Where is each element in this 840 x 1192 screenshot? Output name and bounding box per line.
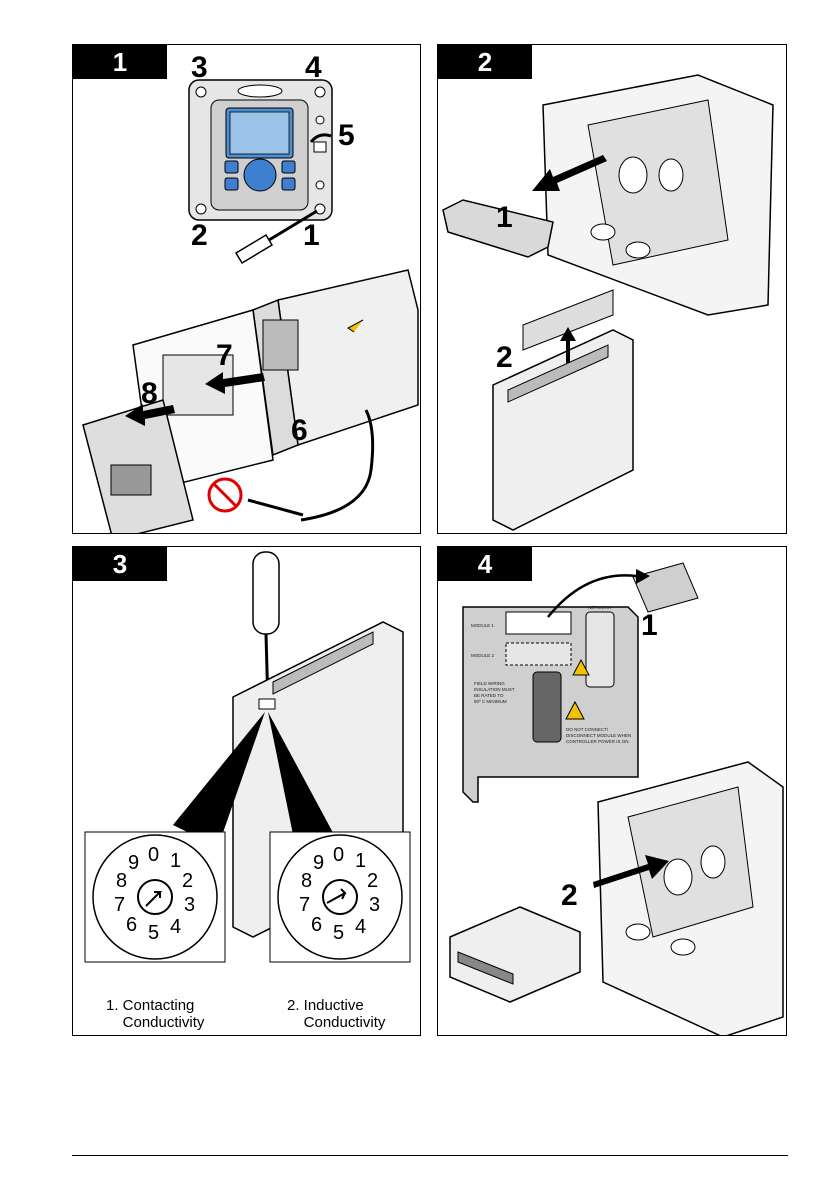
step-1-panel: 1 bbox=[72, 44, 421, 534]
callout-1: 1 bbox=[303, 219, 320, 252]
removed-blank-plate bbox=[633, 563, 698, 612]
label-warning-2: DISCONNECT MODULE WHEN bbox=[566, 733, 631, 738]
dial-digit-7: 7 bbox=[114, 894, 125, 916]
module-removal-illustration: 1 2 bbox=[438, 45, 787, 534]
module-install-illustration: MODULE 1 MODULE 2 NETWORK FIELD WIRING I… bbox=[438, 547, 787, 1036]
rotary-dial-contacting: 0 1 2 3 4 5 6 7 8 9 bbox=[85, 832, 225, 962]
module-cover-plate: MODULE 1 MODULE 2 NETWORK FIELD WIRING I… bbox=[463, 605, 638, 802]
controller-housing bbox=[543, 75, 773, 315]
dial-digit-6: 6 bbox=[311, 914, 322, 936]
label-field-wiring-3: BE RATED TO bbox=[474, 693, 504, 698]
dial-digit-6: 6 bbox=[126, 914, 137, 936]
dial-digit-5: 5 bbox=[333, 922, 344, 944]
dial-digit-7: 7 bbox=[299, 894, 310, 916]
label-field-wiring-4: 80º C MINIMUM bbox=[474, 699, 507, 704]
callout-2: 2 bbox=[191, 219, 208, 252]
dial-digit-9: 9 bbox=[128, 852, 139, 874]
controller-disassembly-illustration: 1 2 3 4 5 6 7 8 bbox=[73, 45, 421, 534]
label-module-2: MODULE 2 bbox=[471, 653, 495, 658]
caption-contacting-conductivity: 1. Contacting Conductivity bbox=[106, 997, 204, 1031]
power-cord-disconnect bbox=[209, 479, 303, 515]
step-3-panel: 3 0 1 2 3 4 5 6 7 8 9 bbox=[72, 546, 421, 1036]
dial-digit-0: 0 bbox=[148, 844, 159, 866]
label-network: NETWORK bbox=[588, 605, 611, 610]
caption-inductive-conductivity: 2. Inductive Conductivity bbox=[287, 997, 385, 1031]
label-warning-3: CONTROLLER POWER IS ON. bbox=[566, 739, 630, 744]
rotary-switch-illustration: 0 1 2 3 4 5 6 7 8 9 0 1 2 3 4 5 6 7 8 9 bbox=[73, 547, 421, 1036]
controller-front bbox=[189, 80, 332, 220]
expansion-module bbox=[493, 290, 633, 530]
dial-digit-2: 2 bbox=[182, 870, 193, 892]
footer-rule bbox=[72, 1155, 788, 1156]
dial-digit-3: 3 bbox=[369, 894, 380, 916]
callout-5: 5 bbox=[338, 119, 355, 152]
dial-digit-3: 3 bbox=[184, 894, 195, 916]
dial-digit-4: 4 bbox=[170, 916, 181, 938]
dial-digit-1: 1 bbox=[170, 850, 181, 872]
dial-digit-9: 9 bbox=[313, 852, 324, 874]
step-4-panel: 4 MODULE 1 MODULE 2 NETWORK FIELD WIRING… bbox=[437, 546, 787, 1036]
callout-4: 4 bbox=[305, 51, 322, 84]
dial-digit-2: 2 bbox=[367, 870, 378, 892]
controller-housing-open bbox=[83, 270, 418, 534]
callout-7: 7 bbox=[216, 339, 233, 372]
callout-2: 2 bbox=[496, 341, 513, 374]
callout-1: 1 bbox=[641, 609, 658, 642]
label-module-1: MODULE 1 bbox=[471, 623, 495, 628]
dial-digit-0: 0 bbox=[333, 844, 344, 866]
label-warning-1: DO NOT CONNECT/ bbox=[566, 727, 609, 732]
label-field-wiring-1: FIELD WIRING bbox=[474, 681, 505, 686]
dial-digit-1: 1 bbox=[355, 850, 366, 872]
label-field-wiring-2: INSULATION MUST bbox=[474, 687, 515, 692]
callout-2: 2 bbox=[561, 879, 578, 912]
dial-digit-8: 8 bbox=[301, 870, 312, 892]
step-2-panel: 2 1 2 bbox=[437, 44, 787, 534]
callout-8: 8 bbox=[141, 377, 158, 410]
dial-digit-4: 4 bbox=[355, 916, 366, 938]
controller-housing bbox=[598, 762, 783, 1036]
callout-3: 3 bbox=[191, 51, 208, 84]
expansion-module bbox=[450, 907, 580, 1002]
dial-digit-5: 5 bbox=[148, 922, 159, 944]
callout-6: 6 bbox=[291, 414, 308, 447]
rotary-dial-inductive: 0 1 2 3 4 5 6 7 8 9 bbox=[270, 832, 410, 962]
dial-digit-8: 8 bbox=[116, 870, 127, 892]
callout-1: 1 bbox=[496, 201, 513, 234]
